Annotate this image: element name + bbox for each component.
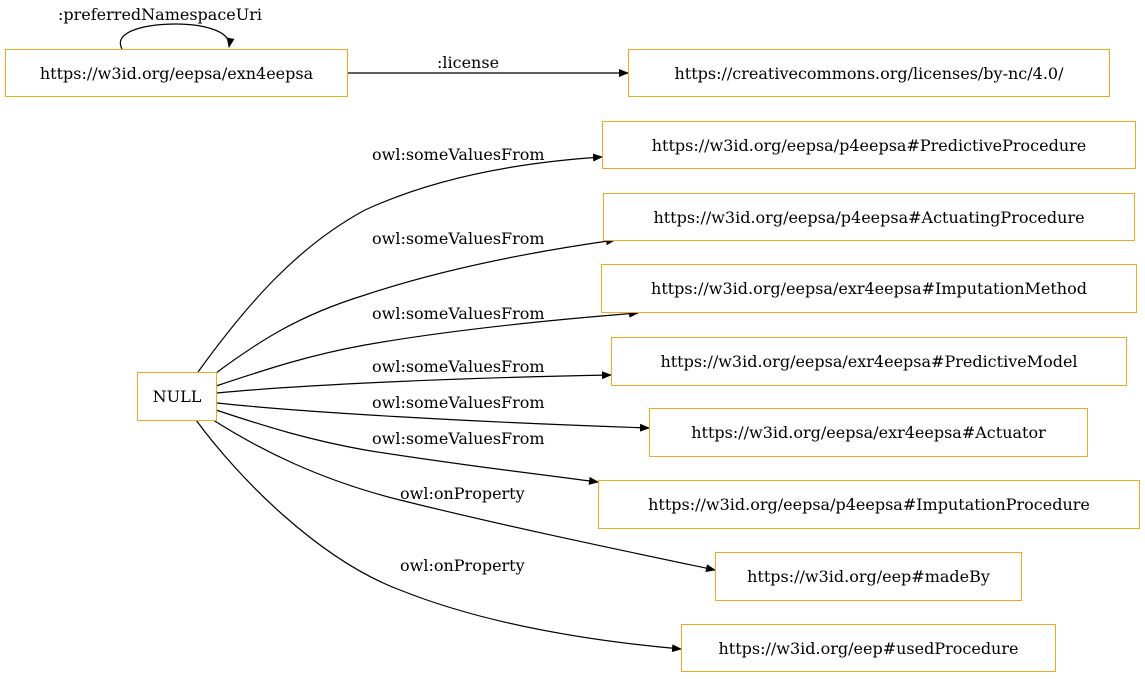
node-predictive-procedure: https://w3id.org/eepsa/p4eepsa#Predictiv… <box>602 121 1136 169</box>
edge-label-preferred-namespace-uri: :preferredNamespaceUri <box>58 5 262 24</box>
edge-label-onprop-made-by: owl:onProperty <box>400 484 525 503</box>
edge-svf-imputation-procedure <box>215 409 599 485</box>
node-exn4eepsa: https://w3id.org/eepsa/exn4eepsa <box>5 49 348 97</box>
node-license-target: https://creativecommons.org/licenses/by-… <box>628 49 1110 97</box>
edge-preferred-namespace-uri <box>119 23 235 50</box>
edge-svf-actuator <box>216 402 650 432</box>
node-imputation-method: https://w3id.org/eepsa/exr4eepsa#Imputat… <box>601 264 1137 313</box>
edge-onprop-used-procedure <box>195 419 682 653</box>
edge-label-svf-actuating-procedure: owl:someValuesFrom <box>372 229 545 248</box>
edge-label-svf-imputation-procedure: owl:someValuesFrom <box>372 429 545 448</box>
node-null: NULL <box>137 372 217 421</box>
edge-label-svf-actuator: owl:someValuesFrom <box>372 393 545 412</box>
edge-label-license: :license <box>437 53 499 72</box>
edge-svf-actuating-procedure <box>211 237 616 377</box>
node-actuator: https://w3id.org/eepsa/exr4eepsa#Actuato… <box>649 408 1088 457</box>
edge-label-svf-predictive-procedure: owl:someValuesFrom <box>372 145 545 164</box>
node-imputation-procedure: https://w3id.org/eepsa/p4eepsa#Imputatio… <box>598 480 1140 529</box>
edge-label-svf-predictive-model: owl:someValuesFrom <box>372 357 545 376</box>
node-predictive-model: https://w3id.org/eepsa/exr4eepsa#Predict… <box>611 337 1127 386</box>
edge-label-onprop-used-procedure: owl:onProperty <box>400 556 525 575</box>
edge-svf-predictive-procedure <box>197 153 603 373</box>
edge-onprop-made-by <box>209 417 716 573</box>
node-used-procedure: https://w3id.org/eep#usedProcedure <box>681 624 1056 672</box>
edge-svf-predictive-model <box>216 371 612 394</box>
node-actuating-procedure: https://w3id.org/eepsa/p4eepsa#Actuating… <box>603 193 1135 241</box>
edge-svf-imputation-method <box>215 309 639 387</box>
edge-label-svf-imputation-method: owl:someValuesFrom <box>372 304 545 323</box>
node-made-by: https://w3id.org/eep#madeBy <box>715 552 1022 601</box>
